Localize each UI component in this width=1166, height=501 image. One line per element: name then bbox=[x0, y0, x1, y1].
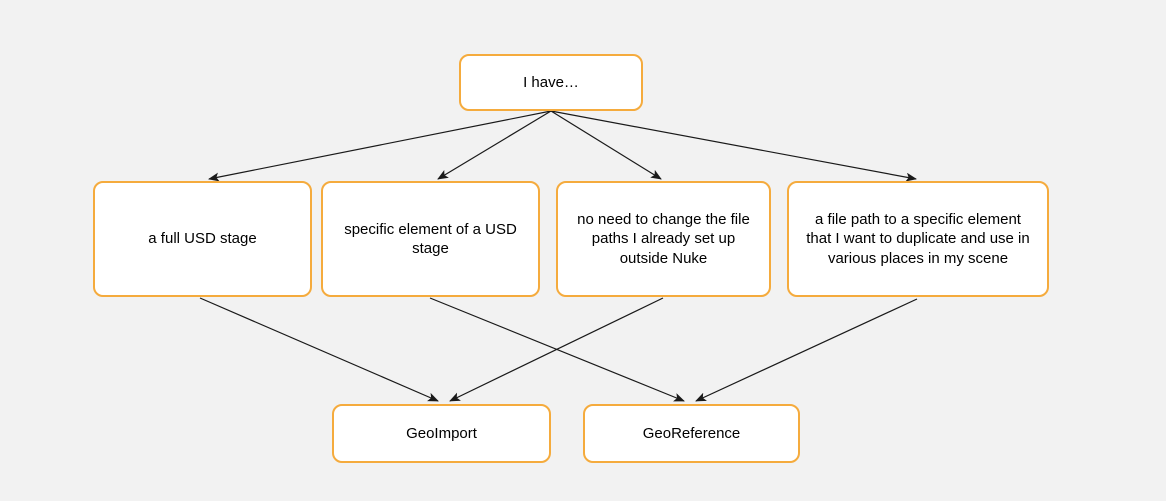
edge-option2-georeference bbox=[429, 297, 685, 402]
edge-option1-geoimport bbox=[199, 297, 439, 402]
node-no-path-change-label: no need to change the file paths I alrea… bbox=[577, 210, 750, 267]
edge-option4-georeference bbox=[695, 298, 918, 402]
node-geoimport: GeoImport bbox=[332, 404, 551, 463]
edge-root-option4 bbox=[550, 110, 917, 182]
node-file-path-duplicate-label: a file path to a specific element that I… bbox=[806, 210, 1030, 267]
node-i-have-label: I have… bbox=[523, 73, 579, 91]
node-geoimport-label: GeoImport bbox=[406, 424, 477, 442]
edge-root-option1 bbox=[208, 110, 552, 182]
edge-option3-geoimport bbox=[449, 297, 664, 402]
node-georeference-label: GeoReference bbox=[642, 424, 741, 442]
node-specific-element: specific element of a USD stage bbox=[321, 181, 540, 297]
node-file-path-duplicate: a file path to a specific element that I… bbox=[787, 181, 1049, 297]
edge-root-option3 bbox=[550, 110, 662, 180]
node-georeference: GeoReference bbox=[583, 404, 800, 463]
node-full-usd-stage-label: a full USD stage bbox=[148, 230, 257, 248]
node-specific-element-label: specific element of a USD stage bbox=[344, 220, 517, 258]
node-no-path-change: no need to change the file paths I alrea… bbox=[556, 181, 771, 297]
node-i-have: I have… bbox=[459, 54, 643, 111]
edge-root-option2 bbox=[437, 110, 552, 180]
node-full-usd-stage: a full USD stage bbox=[93, 181, 312, 297]
